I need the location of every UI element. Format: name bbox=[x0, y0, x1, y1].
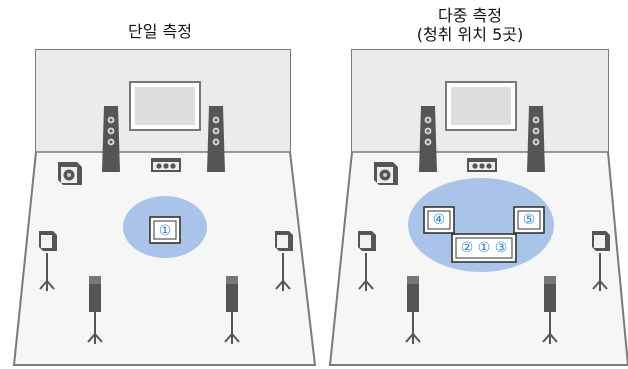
room-multi-measurement: ④ ⑤ ② ① ③ bbox=[328, 49, 628, 366]
position-label-4: ④ bbox=[433, 212, 446, 228]
front-right-speaker-icon bbox=[527, 106, 545, 172]
subwoofer-icon bbox=[374, 162, 398, 185]
room-single-measurement: ① bbox=[12, 49, 317, 366]
position-label-5: ⑤ bbox=[523, 212, 536, 228]
position-label-1: ① bbox=[478, 240, 491, 256]
single-measurement-title: 단일 측정 bbox=[128, 22, 192, 41]
position-label-1: ① bbox=[159, 223, 172, 239]
multi-title-line1: 다중 측정 bbox=[438, 6, 502, 25]
front-left-speaker-icon bbox=[419, 106, 437, 172]
multi-title-line2: (청취 위치 5곳) bbox=[416, 25, 524, 44]
position-label-3: ③ bbox=[495, 240, 508, 256]
center-speaker-icon bbox=[151, 158, 181, 172]
front-right-speaker-icon bbox=[207, 106, 225, 172]
center-speaker-icon bbox=[467, 158, 497, 172]
subwoofer-icon bbox=[58, 162, 82, 185]
front-left-speaker-icon bbox=[102, 106, 120, 172]
position-label-2: ② bbox=[461, 240, 474, 256]
multi-measurement-title: 다중 측정 (청취 위치 5곳) bbox=[380, 6, 560, 44]
listening-area bbox=[408, 178, 554, 272]
